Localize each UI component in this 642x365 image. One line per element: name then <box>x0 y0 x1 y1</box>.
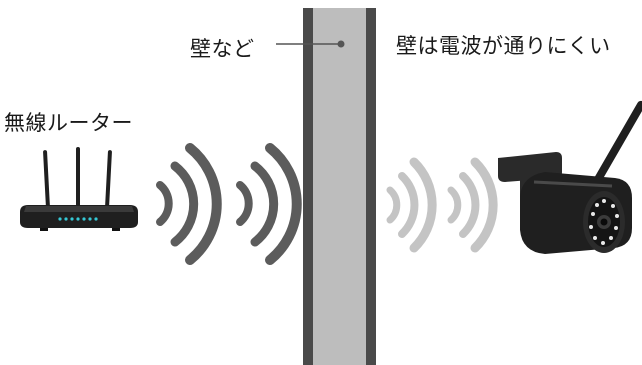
router-label: 無線ルーター <box>4 111 133 135</box>
wifi-signal-weak-icon <box>386 157 437 253</box>
wall-note-label: 壁は電波が通りにくい <box>396 34 611 58</box>
wifi-signal-weak-icon <box>447 157 498 253</box>
wall-leader-dot <box>337 40 345 48</box>
wall-label: 壁など <box>190 37 255 61</box>
wall-inner <box>313 8 366 365</box>
wifi-router-icon <box>20 147 138 231</box>
wifi-signal-strong-icon <box>156 143 222 265</box>
wall <box>303 8 376 365</box>
wifi-signal-strong-icon <box>236 143 302 265</box>
security-camera-icon <box>498 100 642 254</box>
